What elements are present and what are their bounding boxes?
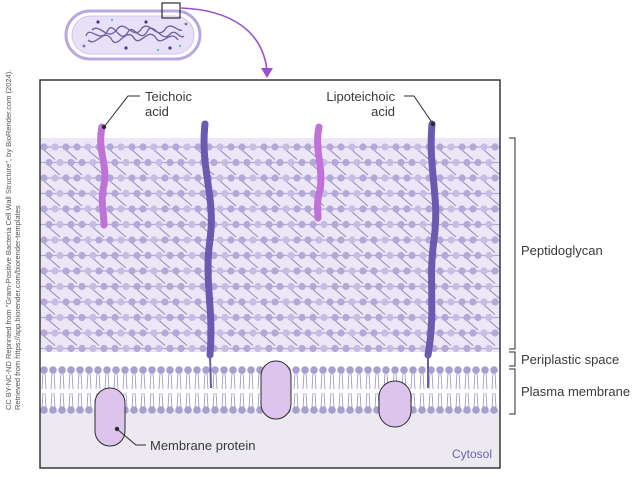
membrane-protein-label-group: Membrane protein [114, 426, 256, 453]
membrane-protein [260, 360, 292, 420]
lipoteichoic-acid-chain [200, 120, 215, 359]
lipoteichoic-acid-label-line1: Lipoteichoic [326, 89, 395, 104]
periplastic-space-label: Periplastic space [521, 352, 619, 367]
layer-brackets [509, 137, 516, 415]
teichoic-acid-label-line2: acid [145, 104, 169, 119]
teichoic-acid-label-group: Teichoic acid [101, 89, 192, 130]
membrane-bracket [509, 368, 516, 415]
peptidoglycan-layer [40, 143, 500, 353]
lipoteichoic-acid-label-group: Lipoteichoic acid [326, 89, 436, 127]
zoom-frame [39, 79, 501, 469]
credit-line-1: CC BY-NC-ND Reprinted from "Gram-Positiv… [4, 70, 13, 410]
membrane-protein [94, 387, 126, 447]
teichoic-acid-chain [314, 123, 325, 222]
zoom-selection-box [161, 2, 181, 19]
plasma-membrane-label: Plasma membrane [521, 384, 630, 399]
lipoteichoic-acid-label-line2: acid [371, 104, 395, 119]
zoom-arrow [180, 7, 273, 78]
peptidoglycan-bracket [509, 137, 516, 350]
teichoic-acid-chain [97, 123, 109, 229]
lipoteichoic-acid-chain [424, 120, 440, 359]
periplastic-bracket [509, 351, 516, 367]
bacterium-icon [64, 2, 202, 61]
credit-line-2: Retrieved from https://app.biorender.com… [13, 205, 22, 410]
teichoic-acid-label-line1: Teichoic [145, 89, 192, 104]
lipid-anchor [209, 354, 212, 389]
peptidoglycan-label: Peptidoglycan [521, 243, 603, 258]
cytosol-label: Cytosol [452, 447, 492, 461]
membrane-protein-label: Membrane protein [150, 438, 256, 453]
membrane-protein [378, 380, 412, 428]
credit-text: CC BY-NC-ND Reprinted from "Gram-Positiv… [4, 70, 22, 410]
